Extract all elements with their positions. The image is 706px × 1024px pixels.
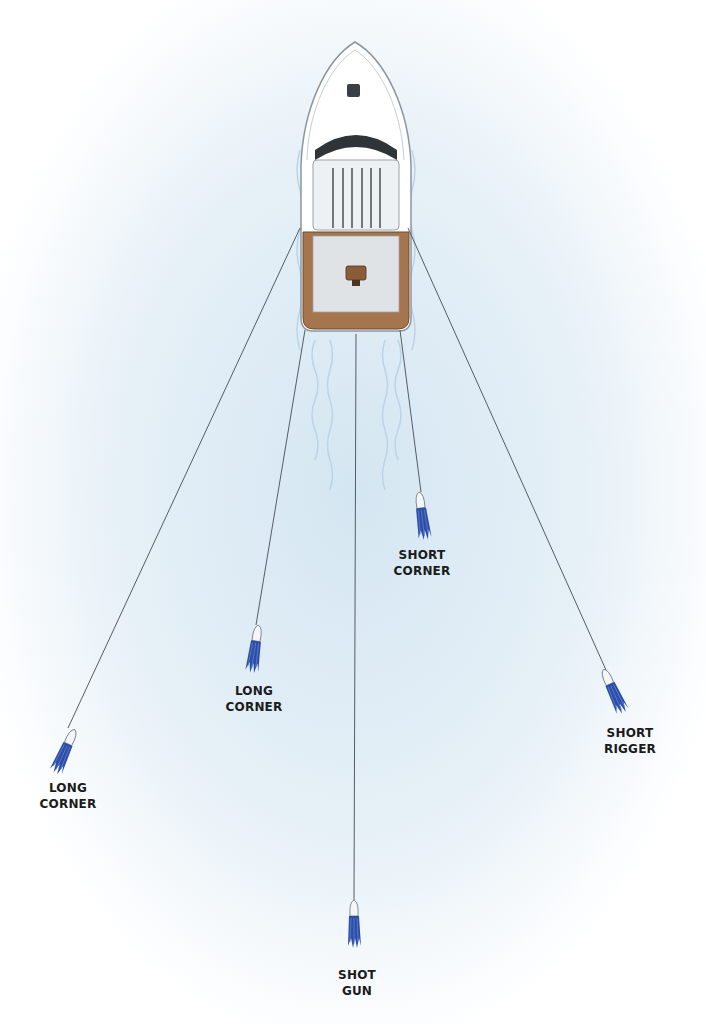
lure-label: SHORT RIGGER <box>604 725 656 757</box>
lure-label: SHOT GUN <box>338 967 376 999</box>
lure-label: LONG CORNER <box>226 683 283 715</box>
lure-label: LONG CORNER <box>40 780 97 812</box>
lure-label: SHORT CORNER <box>394 547 451 579</box>
